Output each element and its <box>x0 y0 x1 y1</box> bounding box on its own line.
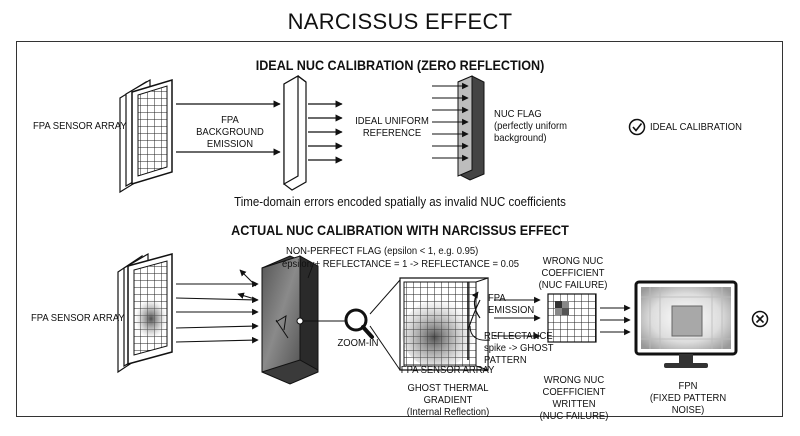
zoomed-fpa-array <box>399 277 489 371</box>
diagram-title: NARCISSUS EFFECT <box>287 9 513 34</box>
diagram-frame <box>16 41 783 417</box>
ghost-gradient-label: GHOST THERMAL GRADIENT (Internal Reflect… <box>406 382 490 418</box>
ideal-fpa-sensor <box>119 78 173 194</box>
fpa-emission-label: FPA EMISSION <box>488 292 535 316</box>
actual-fpa-sensor <box>117 252 173 374</box>
flag-note-reflectance: epsilon + REFLECTANCE = 1 -> REFLECTANCE… <box>282 258 520 270</box>
actual-section-heading: ACTUAL NUC CALIBRATION WITH NARCISSUS EF… <box>231 222 569 238</box>
wrong-coefficient-label: WRONG NUC COEFFICIENT (NUC FAILURE) <box>538 255 608 291</box>
magnifier-icon <box>344 308 374 339</box>
fpn-arrows <box>600 304 631 336</box>
fpa-emission-arrow <box>471 291 481 319</box>
flag-note-epsilon: NON-PERFECT FLAG (epsilon < 1, e.g. 0.95… <box>286 245 479 257</box>
zoom-fan-line <box>369 279 401 315</box>
monitor-display <box>634 280 738 368</box>
ideal-uniform-rays <box>308 100 343 164</box>
ideal-section-heading: IDEAL NUC CALIBRATION (ZERO REFLECTION) <box>255 57 545 73</box>
flag-note-leader <box>307 261 315 279</box>
middle-caption: Time-domain errors encoded spatially as … <box>234 195 566 209</box>
background-emission-label: FPA BACKGROUND EMISSION <box>196 114 264 150</box>
reflectance-leader <box>469 325 491 341</box>
check-circle-icon <box>628 118 646 136</box>
ideal-fpa-label: FPA SENSOR ARRAY <box>33 120 127 132</box>
coefficient-arrows <box>494 296 541 340</box>
zoomed-fpa-label: FPA SENSOR ARRAY <box>400 364 495 376</box>
flag-incoming-rays <box>432 82 469 162</box>
nuc-coefficient-grid <box>547 293 597 343</box>
zoom-fan-line <box>369 325 401 371</box>
actual-fpa-label: FPA SENSOR ARRAY <box>31 312 125 324</box>
cross-circle-icon <box>751 310 769 328</box>
ideal-reference-label: IDEAL UNIFORM REFERENCE <box>355 115 429 139</box>
zoom-in-label: ZOOM-IN <box>337 337 379 349</box>
reflectance-spike-label: REFLECTANCE spike -> GHOST PATTERN <box>484 330 554 366</box>
wrong-coefficient-written-label: WRONG NUC COEFFICIENT WRITTEN (NUC FAILU… <box>539 374 609 422</box>
nuc-flag-label: NUC FLAG (perfectly uniform background) <box>494 108 567 144</box>
ideal-calibration-status: IDEAL CALIBRATION <box>650 121 742 133</box>
actual-nuc-flag <box>261 255 319 385</box>
actual-ray-arrows <box>175 269 259 344</box>
ideal-nuc-flag <box>457 75 485 181</box>
fpn-label: FPN (FIXED PATTERN NOISE) <box>649 380 727 416</box>
ideal-background-panel <box>283 74 307 191</box>
